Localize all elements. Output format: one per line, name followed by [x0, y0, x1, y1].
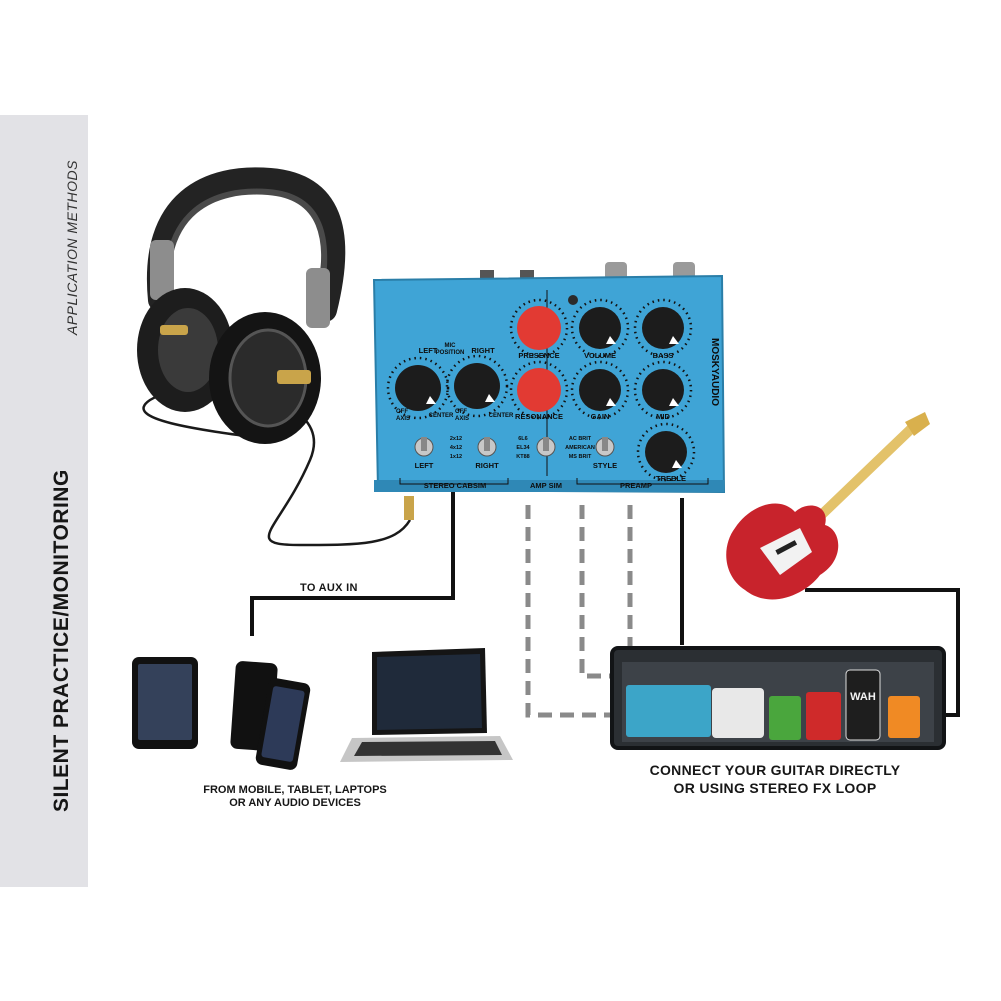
phones: [230, 661, 311, 770]
connect-caption-line1: CONNECT YOUR GUITAR DIRECTLY: [649, 762, 901, 778]
mid-label: MID: [656, 412, 670, 421]
resonance-label: RESONANCE: [515, 412, 563, 421]
mic-right-knob: [454, 363, 500, 409]
bass-label: BASS: [653, 351, 674, 360]
amp-option-3: KT88: [516, 454, 529, 460]
stereo-cabsim-label: STEREO CABSIM: [424, 481, 487, 490]
amp-option-1: 6L6: [518, 436, 527, 442]
off-label-right: OFF: [455, 409, 467, 415]
style-option-2: AMERICAN: [565, 445, 595, 451]
headphone-plug: [404, 496, 414, 520]
axis-label-right: AXIS: [455, 416, 469, 422]
headphone-cable: [142, 387, 414, 547]
presence-knob: [517, 306, 561, 350]
mic-right-label: RIGHT: [471, 346, 495, 355]
tablet: [132, 657, 198, 749]
toggle-switches: [414, 437, 615, 457]
headphones: [137, 167, 346, 444]
mic-left-label: LEFT: [419, 346, 438, 355]
connect-caption-line2: OR USING STEREO FX LOOP: [673, 780, 877, 796]
fx-pedal-blue: [626, 685, 711, 737]
volume-label: VOLUME: [584, 351, 616, 360]
amp-option-2: EL34: [516, 445, 530, 451]
aux-caption: TO AUX IN: [300, 582, 358, 594]
mic-label: MIC: [445, 343, 457, 349]
switch-right-label: RIGHT: [475, 461, 499, 470]
preamp-label: PREAMP: [620, 481, 652, 490]
side-band: [0, 115, 88, 887]
fx-pedal-orange: [888, 696, 920, 738]
devices-caption-line2: OR ANY AUDIO DEVICES: [229, 797, 361, 809]
treble-label: TREBLE: [656, 474, 686, 483]
fx-pedal-white: [712, 688, 764, 738]
amp-sim-device: PRESENCE RESONANCE VOLUME GAIN BASS MID …: [372, 262, 726, 494]
laptop: [340, 648, 513, 762]
cab-option-1: 2x12: [450, 436, 462, 442]
cab-option-2: 4x12: [450, 445, 462, 451]
wah-pedal: [845, 669, 881, 741]
fx-loop-cables: [525, 505, 633, 718]
style-option-3: MS BRIT: [569, 454, 592, 460]
mic-left-knob: [395, 365, 441, 411]
guitar-cable: [680, 498, 960, 717]
aux-cable: [250, 492, 455, 636]
cab-option-3: 1x12: [450, 454, 462, 460]
fx-pedal-green: [769, 696, 801, 740]
off-label-left: OFF: [396, 409, 408, 415]
pedalboard: WAH: [610, 646, 946, 750]
amp-sim-label: AMP SIM: [530, 481, 562, 490]
center-label-left: CENTER: [429, 413, 454, 419]
brand-label: MOSKYAUDIO: [709, 338, 720, 406]
switch-left-label: LEFT: [415, 461, 434, 470]
style-label: STYLE: [593, 461, 617, 470]
wah-label: WAH: [850, 691, 876, 703]
gain-label: GAIN: [591, 412, 610, 421]
axis-label-left: AXIS: [396, 416, 410, 422]
devices-caption-line1: FROM MOBILE, TABLET, LAPTOPS: [203, 784, 387, 796]
resonance-knob: [517, 368, 561, 412]
electric-guitar: [726, 412, 930, 600]
position-label: POSITION: [436, 350, 465, 356]
center-label-right: CENTER: [489, 413, 514, 419]
presence-label: PRESENCE: [518, 351, 559, 360]
fx-pedal-red: [806, 692, 841, 740]
style-option-1: AC BRIT: [569, 436, 592, 442]
